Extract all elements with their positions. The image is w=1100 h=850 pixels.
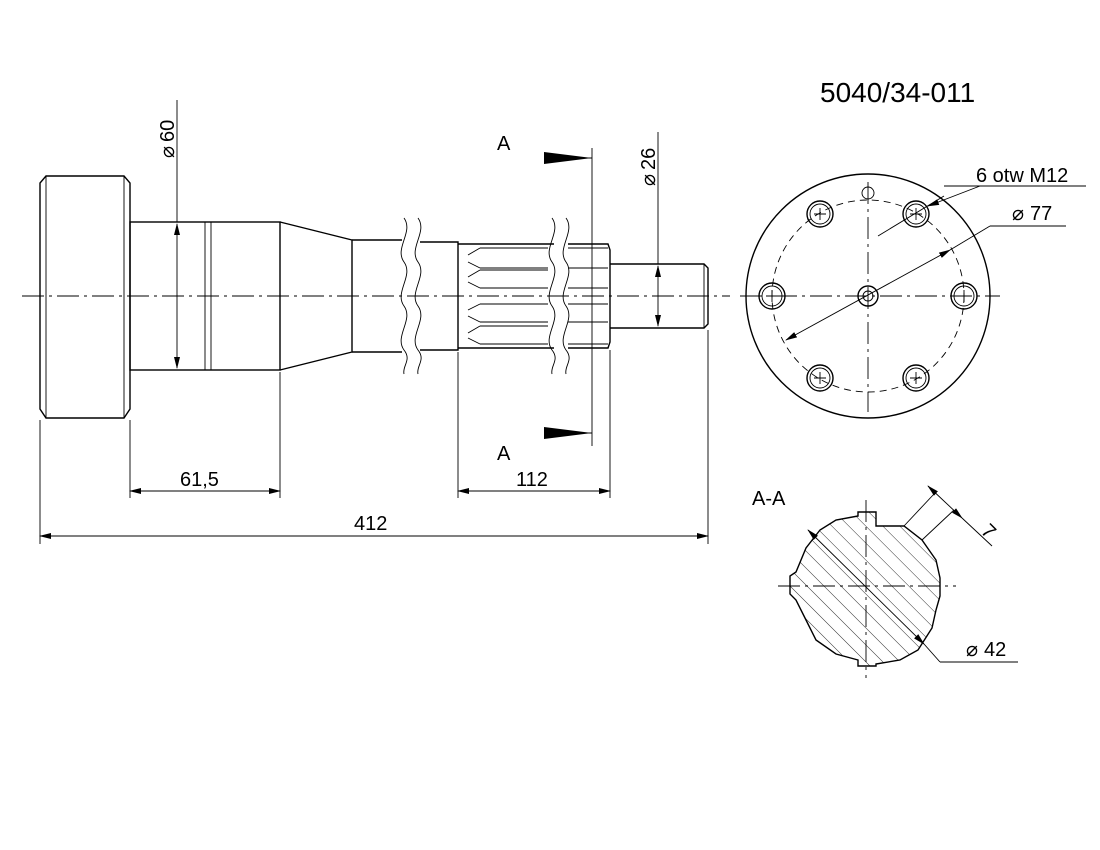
dimension-diameter-bolt-circle: 77 [1030, 203, 1052, 225]
dimension-segment-a: 61,5 [180, 469, 219, 491]
break-line-right [548, 217, 556, 375]
bolt-hole [806, 200, 834, 228]
shaft-side-view [22, 175, 730, 419]
dimension-diameter-spline-value: 42 [984, 639, 1006, 661]
shaft-collar [39, 175, 131, 419]
dimension-diameter-symbol-26: ⌀ [638, 174, 660, 186]
label-holes: 6 otw M12 [976, 165, 1068, 187]
dimension-diameter-symbol-77: ⌀ [1012, 203, 1024, 225]
dimension-diameter-collar: 60 [157, 120, 179, 142]
break-line-left [400, 217, 408, 375]
bolt-hole [950, 282, 978, 310]
dimension-segment-b: 112 [516, 469, 548, 491]
dimension-diameter-tip: 26 [638, 148, 660, 170]
flange-end-view: 6 otw M12 ⌀ 77 [740, 165, 1086, 419]
side-view-dimensions: 412 61,5 112 ⌀ 60 ⌀ 26 A A [39, 100, 709, 544]
dimension-total-length: 412 [354, 513, 387, 535]
top-marker-hole [861, 186, 875, 200]
bolt-hole [758, 282, 786, 310]
dimension-diameter-symbol-42: ⌀ [966, 639, 978, 661]
dimension-spline-width: 7 [976, 520, 999, 543]
spline-section-outline [789, 511, 941, 667]
dimension-diameter-symbol-60: ⌀ [157, 146, 179, 158]
shaft-taper [279, 221, 353, 371]
section-a-a-view: A-A ⌀ 42 7 [752, 485, 1018, 678]
shaft-body [352, 239, 402, 353]
section-marker-bottom: A [497, 443, 511, 465]
bolt-hole [902, 200, 930, 228]
section-marker-top: A [497, 133, 511, 155]
shaft-tip [610, 263, 709, 329]
bolt-hole [902, 364, 930, 392]
part-number-title: 5040/34-011 [820, 77, 975, 108]
bolt-hole [806, 364, 834, 392]
section-view-label: A-A [752, 488, 786, 510]
shaft-spline [458, 243, 554, 349]
